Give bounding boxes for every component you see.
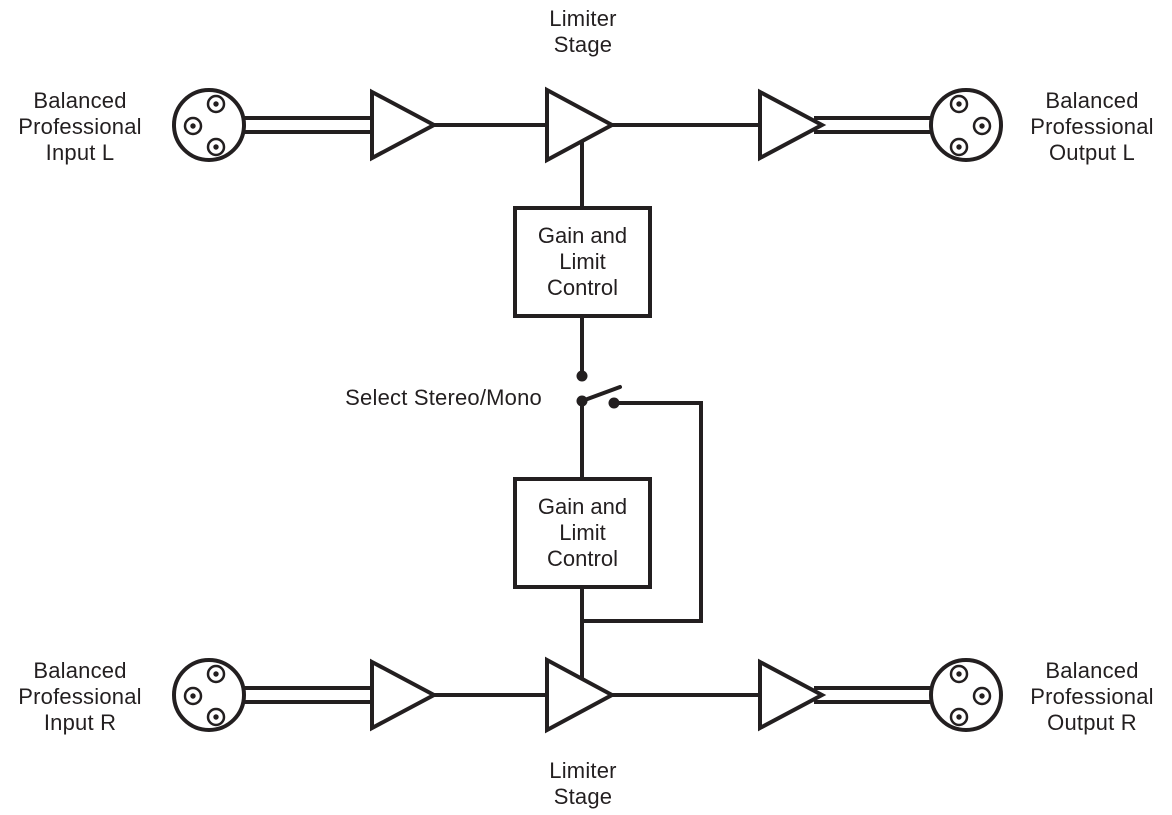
balanced-pair-line-output-r bbox=[814, 686, 933, 704]
label-limiter-stage-top: Limiter Stage bbox=[549, 6, 617, 57]
label-balanced-input-l: Balanced Professional Input L bbox=[18, 88, 142, 165]
amp-triangle-output-l-icon bbox=[758, 88, 827, 162]
label-balanced-input-r: Balanced Professional Input R bbox=[18, 658, 142, 735]
limiter-triangle-r-icon bbox=[545, 656, 617, 734]
switch-contact-upper-dot bbox=[576, 370, 588, 382]
limiter-triangle-l-icon bbox=[545, 86, 617, 164]
xlr-output-l-icon bbox=[929, 88, 1003, 162]
balanced-pair-line-output-l bbox=[814, 116, 933, 134]
label-select-stereo-mono: Select Stereo/Mono bbox=[345, 385, 542, 410]
gain-limit-control-box-top: Gain and Limit Control bbox=[513, 206, 652, 318]
balanced-pair-line-input-l bbox=[242, 116, 374, 134]
xlr-output-r-icon bbox=[929, 658, 1003, 732]
balanced-pair-line-input-r bbox=[242, 686, 374, 704]
gain-limit-control-box-bottom: Gain and Limit Control bbox=[513, 477, 652, 589]
amp-triangle-input-l-icon bbox=[370, 88, 439, 162]
label-balanced-output-r: Balanced Professional Output R bbox=[1030, 658, 1154, 735]
amp-triangle-input-r-icon bbox=[370, 658, 439, 732]
switch-arm bbox=[580, 385, 622, 403]
label-limiter-stage-bottom: Limiter Stage bbox=[549, 758, 617, 809]
xlr-input-l-icon bbox=[172, 88, 246, 162]
xlr-input-r-icon bbox=[172, 658, 246, 732]
mono-link-line bbox=[582, 401, 703, 623]
amp-triangle-output-r-icon bbox=[758, 658, 827, 732]
label-balanced-output-l: Balanced Professional Output L bbox=[1030, 88, 1154, 165]
